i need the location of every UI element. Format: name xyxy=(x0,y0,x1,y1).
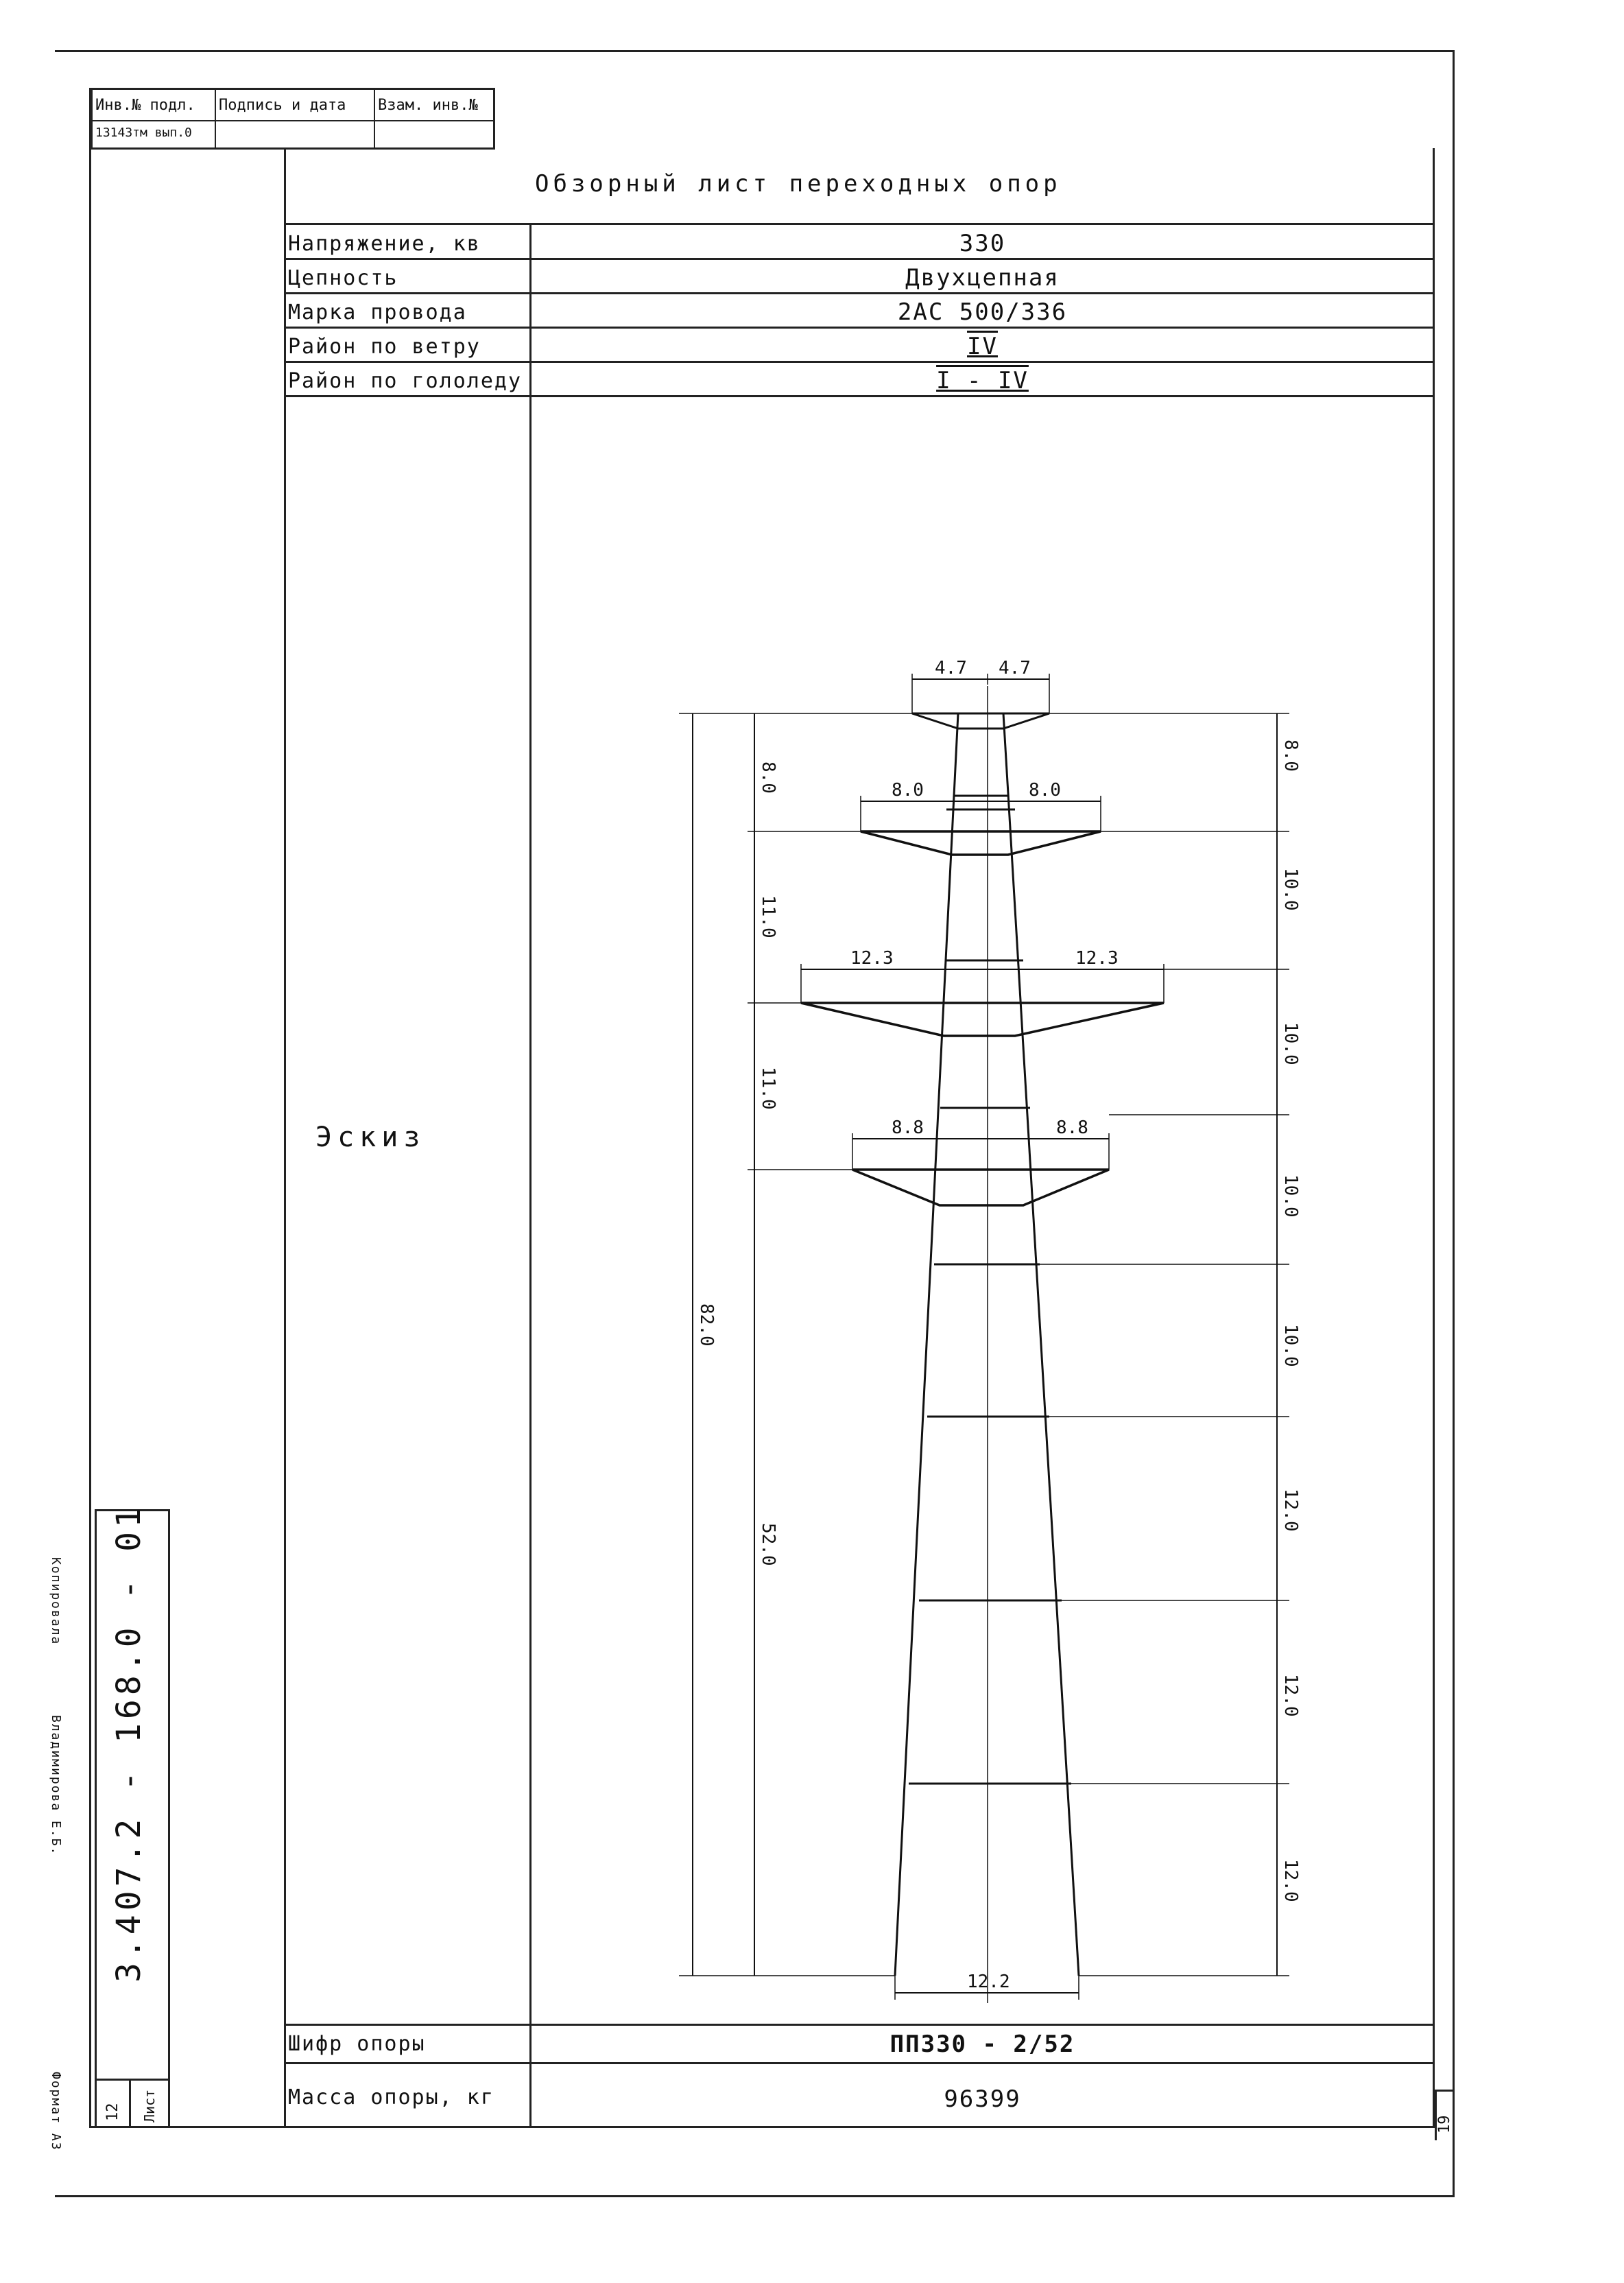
row-value-wind: IV xyxy=(967,333,998,360)
arm2-right-label: 8.0 xyxy=(1029,780,1061,801)
lower-height-label: 52.0 xyxy=(758,1523,778,1566)
left-dim-1: 8.0 xyxy=(758,761,778,794)
right-dim-6: 12.0 xyxy=(1280,1489,1301,1532)
title-row-bottom xyxy=(284,223,1433,225)
row-value-circuits: Двухцепная xyxy=(905,264,1060,292)
label-column-divider xyxy=(529,223,532,2128)
arm1-left-label: 4.7 xyxy=(935,658,967,678)
right-dim-1: 8.0 xyxy=(1280,740,1301,772)
sheet-title: Обзорный лист переходных опор xyxy=(535,170,1062,198)
code-label: Шифр опоры xyxy=(288,2032,426,2056)
arm4-left-label: 8.8 xyxy=(892,1117,924,1138)
page-number-box xyxy=(1435,2090,1453,2140)
approval-stamp: Инв.№ подл. Подпись и дата Взам. инв.№ 1… xyxy=(89,88,495,150)
inner-frame xyxy=(89,148,1435,2128)
right-dim-5: 10.0 xyxy=(1280,1324,1301,1367)
arm2-left-label: 8.0 xyxy=(892,780,924,801)
left-dim-2: 11.0 xyxy=(758,895,778,938)
left-dim-3: 11.0 xyxy=(758,1067,778,1110)
drawing-code-box xyxy=(95,1509,170,2127)
row-label-ice: Район по гололеду xyxy=(288,369,523,393)
top-border xyxy=(55,50,1454,52)
arm3-right-label: 12.3 xyxy=(1075,948,1119,969)
stamp-col3-head: Взам. инв.№ xyxy=(378,97,478,114)
row-value-ice: I - IV xyxy=(936,367,1029,394)
stamp-col1-head: Инв.№ подл. xyxy=(95,97,195,114)
right-dim-2: 10.0 xyxy=(1280,868,1301,911)
bottom-border xyxy=(55,2195,1454,2197)
sketch-label: Эскиз xyxy=(315,1122,426,1153)
code-value: ПП330 - 2/52 xyxy=(889,2031,1075,2058)
right-dim-3: 10.0 xyxy=(1280,1022,1301,1065)
right-dim-7: 12.0 xyxy=(1280,1674,1301,1717)
mass-label: Масса опоры, кг xyxy=(288,2085,494,2109)
row-label-circuits: Цепность xyxy=(288,266,398,290)
right-border xyxy=(1453,50,1455,2197)
mass-value: 96399 xyxy=(944,2085,1021,2113)
arm1-right-label: 4.7 xyxy=(999,658,1031,678)
total-height-label: 82.0 xyxy=(696,1303,717,1347)
right-dim-4: 10.0 xyxy=(1280,1174,1301,1218)
right-dim-8: 12.0 xyxy=(1280,1859,1301,1902)
arm4-right-label: 8.8 xyxy=(1056,1117,1088,1138)
row-label-voltage: Напряжение, кв xyxy=(288,232,481,256)
stamp-col2-head: Подпись и дата xyxy=(219,97,346,114)
row-value-wire: 2АС 500/336 xyxy=(897,298,1068,326)
row-value-voltage: 330 xyxy=(959,230,1006,257)
row-label-wire: Марка провода xyxy=(288,300,467,324)
arm3-left-label: 12.3 xyxy=(850,948,894,969)
row-label-wind: Район по ветру xyxy=(288,335,481,359)
stamp-col1-value: 13143тм вып.0 xyxy=(95,126,192,140)
base-width-label: 12.2 xyxy=(967,1972,1010,1992)
left-strip-divider xyxy=(284,148,286,2128)
